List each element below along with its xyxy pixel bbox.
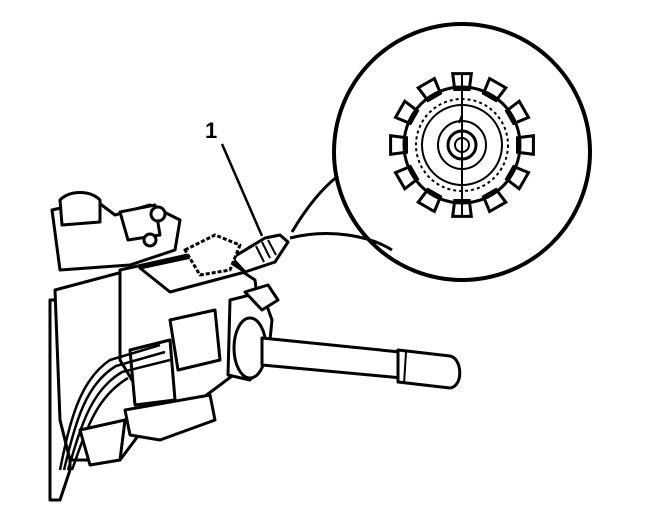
magnifier-leader-lower [289,232,393,252]
alignment-mark-pointer [458,114,463,124]
callout-1: 1 [205,118,264,237]
wiring-harness [58,343,161,471]
bracket-screw [142,232,158,248]
lower-clip [123,393,217,442]
sensor-pin-thread [261,241,271,259]
bracket-bolt [149,205,167,223]
lower-bracket [78,418,127,467]
steering-column-assembly [48,191,462,502]
connector-block-2 [168,308,222,372]
lock-housing [58,191,102,227]
wiring-harness [70,376,129,471]
wiring-harness [66,358,171,471]
callout-1-leader [220,143,264,237]
connector-block [128,338,177,407]
magnifier-leader-upper [290,174,339,233]
lever-knob-edge [403,351,407,385]
wiring-harness [62,350,166,471]
detail-magnifier [289,22,592,282]
collar-bracket [243,283,280,312]
sensor-pin-thread [267,239,277,256]
multifunction-lever [260,336,404,380]
sensor-pin-thread [255,245,265,263]
gear-tooth [389,133,408,157]
toothed-ring [389,72,535,218]
column-ring [183,233,242,277]
callout-1-number: 1 [205,118,217,143]
lever-knob [396,348,462,390]
gear-tooth [516,133,535,157]
